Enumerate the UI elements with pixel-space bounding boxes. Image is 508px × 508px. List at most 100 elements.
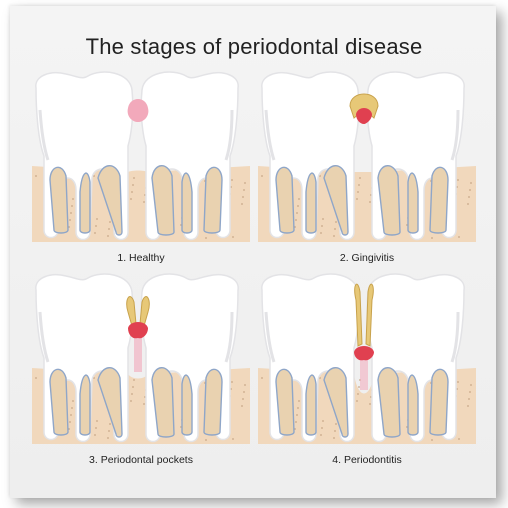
bone-texture-dot [232, 438, 234, 440]
bone-texture-dot [458, 236, 460, 238]
teeth-illustration [258, 71, 476, 242]
bone-texture-dot [356, 198, 358, 200]
bone-texture-dot [241, 203, 243, 205]
bone-texture-dot [457, 179, 459, 181]
bone-texture-dot [108, 228, 110, 230]
stage-panel-periodontal-pockets: 3. Periodontal pockets [32, 272, 250, 466]
bone-texture-dot [69, 219, 71, 221]
bone-texture-dot [70, 414, 72, 416]
bone-texture-dot [319, 377, 321, 379]
plaque-deposit [354, 283, 374, 347]
bone-texture-dot [93, 175, 95, 177]
inflamed-gum [354, 346, 374, 361]
bone-texture-dot [297, 407, 299, 409]
bone-texture-dot [261, 175, 263, 177]
bone-texture-dot [334, 430, 336, 432]
teeth-illustration [32, 273, 250, 444]
plaque-deposit [126, 296, 150, 327]
bone-texture-dot [133, 379, 135, 381]
enamel-shade [224, 311, 234, 363]
bone-texture-dot [95, 225, 97, 227]
bone-texture-dot [130, 198, 132, 200]
bone-texture-dot [295, 421, 297, 423]
stage-caption: 2. Gingivitis [339, 252, 395, 264]
bone-texture-dot [467, 203, 469, 205]
bone-texture-dot [431, 237, 433, 239]
bone-texture-dot [458, 438, 460, 440]
bone-texture-dot [205, 439, 207, 441]
bone-texture-dot [321, 427, 323, 429]
bone-texture-dot [297, 205, 299, 207]
bone-texture-dot [143, 201, 145, 203]
teeth-illustration [32, 71, 250, 242]
bone-texture-dot [298, 198, 300, 200]
bone-texture-dot [72, 198, 74, 200]
bone-texture-dot [70, 212, 72, 214]
bone-texture-dot [71, 407, 73, 409]
bone-texture-dot [108, 430, 110, 432]
bone-texture-dot [242, 196, 244, 198]
bone-texture-dot [468, 398, 470, 400]
enamel-shade [224, 109, 234, 161]
root-dentin [275, 165, 349, 236]
bone-texture-dot [457, 381, 459, 383]
bone-texture-dot [335, 221, 337, 223]
bone-texture-dot [320, 434, 322, 436]
stage-caption: 4. Periodontitis [332, 454, 402, 466]
bone-texture-dot [296, 414, 298, 416]
bone-texture-dot [96, 420, 98, 422]
inflamed-gum [128, 322, 148, 339]
bone-texture-dot [369, 403, 371, 405]
bone-texture-dot [35, 377, 37, 379]
bone-texture-dot [94, 232, 96, 234]
enamel-shade [38, 311, 50, 363]
bone-texture-dot [69, 421, 71, 423]
bone-texture-dot [369, 201, 371, 203]
bone-texture-dot [358, 386, 360, 388]
teeth-illustration [258, 273, 476, 444]
bone-texture-dot [469, 189, 471, 191]
root-dentin [377, 367, 449, 438]
bone-texture-dot [95, 427, 97, 429]
bone-texture-dot [321, 225, 323, 227]
inflamed-gum [356, 108, 372, 124]
bone-texture-dot [71, 205, 73, 207]
bone-texture-dot [357, 191, 359, 193]
stage-panel-healthy: 1. Healthy [32, 70, 250, 264]
stage-caption: 1. Healthy [117, 252, 165, 264]
root-dentin [151, 367, 223, 438]
root-dentin [377, 165, 449, 236]
stage-caption: 3. Periodontal pockets [89, 454, 193, 466]
bone-texture-dot [232, 236, 234, 238]
bone-texture-dot [322, 420, 324, 422]
bone-texture-dot [131, 191, 133, 193]
bone-texture-dot [231, 381, 233, 383]
bone-texture-dot [356, 400, 358, 402]
bone-texture-dot [205, 237, 207, 239]
bone-texture-dot [467, 405, 469, 407]
stage-panel-periodontitis: 4. Periodontitis [258, 272, 476, 466]
bone-texture-dot [357, 393, 359, 395]
bone-texture-dot [468, 196, 470, 198]
root-dentin [49, 367, 123, 438]
bone-texture-dot [133, 177, 135, 179]
bone-texture-dot [94, 434, 96, 436]
bone-texture-dot [320, 232, 322, 234]
enamel-shade [264, 311, 276, 363]
bone-texture-dot [109, 423, 111, 425]
bone-texture-dot [469, 391, 471, 393]
bone-texture-dot [335, 423, 337, 425]
bone-texture-dot [244, 182, 246, 184]
bone-texture-dot [72, 400, 74, 402]
bone-texture-dot [131, 393, 133, 395]
bone-texture-dot [359, 177, 361, 179]
bone-texture-dot [244, 384, 246, 386]
bone-texture-dot [243, 189, 245, 191]
enamel-shade [38, 109, 50, 161]
bone-texture-dot [333, 437, 335, 439]
bone-texture-dot [96, 218, 98, 220]
bone-texture-dot [231, 179, 233, 181]
bone-texture-dot [143, 403, 145, 405]
bone-texture-dot [109, 221, 111, 223]
root-dentin [275, 367, 349, 438]
